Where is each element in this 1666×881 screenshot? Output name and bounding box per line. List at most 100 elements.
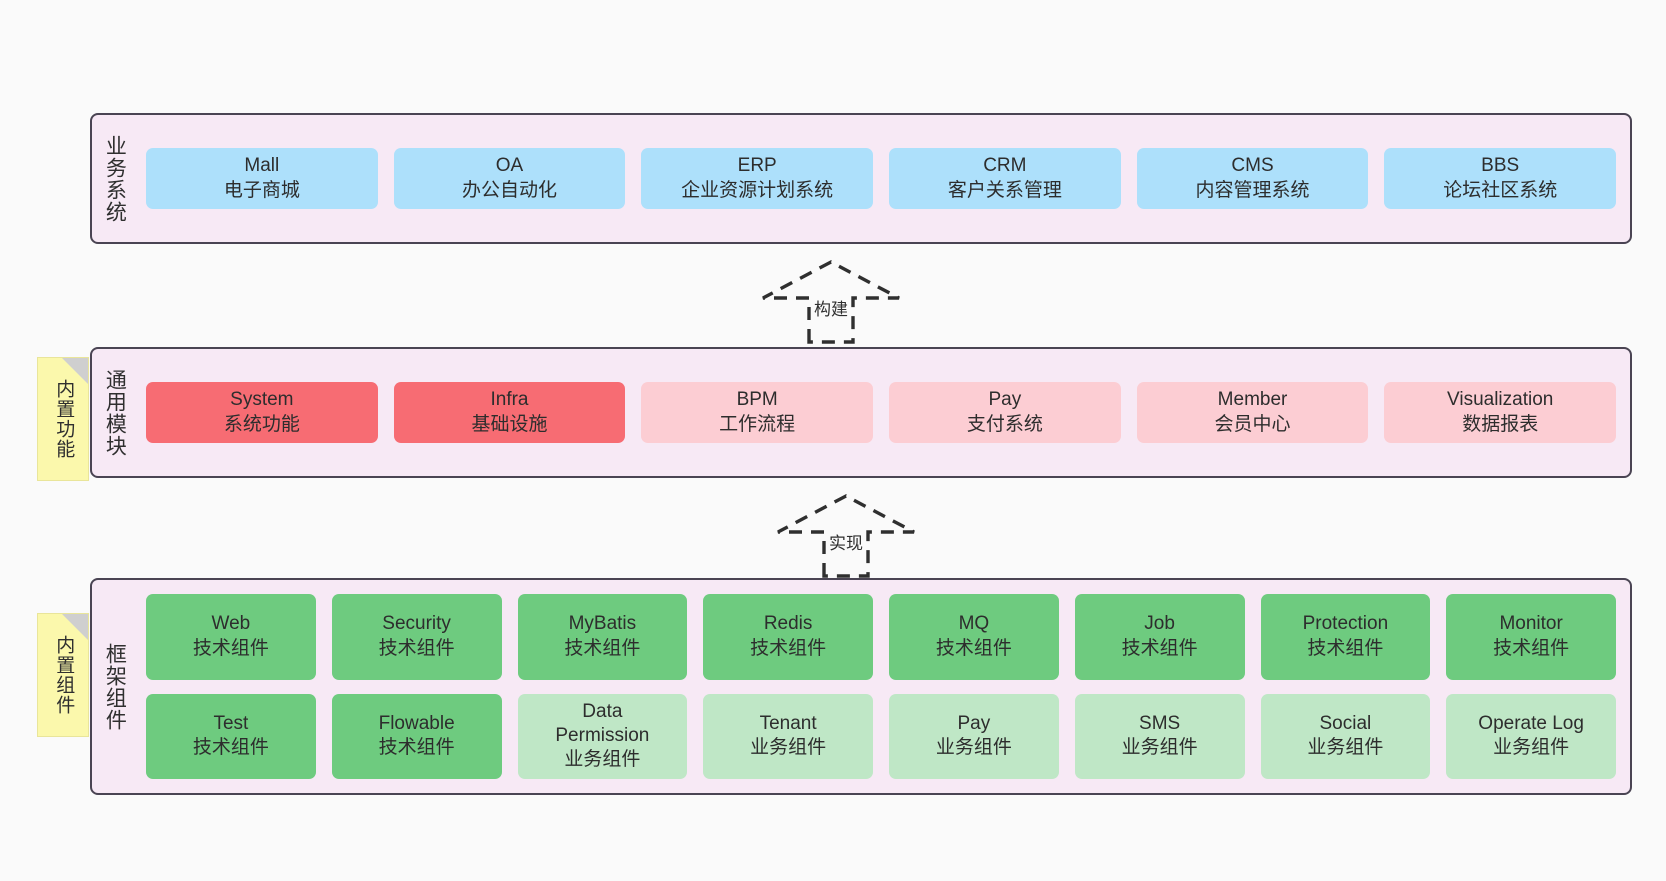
card-security[interactable]: Security 技术组件: [331, 594, 502, 680]
framework-row-business: Test 技术组件 Flowable 技术组件 Data Permission …: [146, 693, 1616, 779]
sticky-note-label: 内置组件: [53, 635, 75, 715]
layer-body-framework-components: Web 技术组件 Security 技术组件 MyBatis 技术组件 Redi…: [136, 580, 1630, 793]
card-title-en: Data Permission: [555, 700, 650, 747]
card-title-cn: 技术组件: [192, 737, 269, 759]
card-bpm[interactable]: BPM 工作流程: [641, 382, 874, 443]
card-mq[interactable]: MQ 技术组件: [889, 594, 1059, 680]
card-tenant[interactable]: Tenant 业务组件: [703, 693, 873, 779]
card-crm[interactable]: CRM 客户关系管理: [889, 148, 1121, 209]
card-web[interactable]: Web 技术组件: [146, 594, 316, 680]
card-title-cn: 论坛社区系统: [1443, 179, 1558, 201]
card-title-en: OA: [495, 155, 524, 177]
card-operate-log[interactable]: Operate Log 业务组件: [1446, 693, 1616, 779]
card-title-en: Security: [382, 613, 451, 635]
card-title-cn: 基础设施: [471, 413, 548, 435]
layer-framework-components[interactable]: 框架组件 Web 技术组件 Security 技术组件 MyBatis 技术组件…: [90, 578, 1632, 795]
card-title-cn: 技术组件: [750, 637, 827, 659]
card-title-cn: 业务组件: [935, 737, 1012, 759]
sticky-note-builtin-components: 内置组件: [37, 613, 89, 737]
card-title-cn: 技术组件: [1307, 637, 1384, 659]
card-title-en: BBS: [1481, 155, 1520, 177]
card-title-cn: 技术组件: [378, 637, 455, 659]
card-title-en: Web: [211, 613, 251, 635]
card-redis[interactable]: Redis 技术组件: [703, 594, 873, 680]
card-title-en: MyBatis: [568, 613, 637, 635]
card-system[interactable]: System 系统功能: [146, 382, 378, 443]
card-title-cn: 企业资源计划系统: [681, 179, 834, 201]
card-member[interactable]: Member 会员中心: [1136, 382, 1369, 443]
card-title-cn: 技术组件: [564, 637, 641, 659]
card-title-cn: 支付系统: [966, 413, 1043, 435]
card-title-en: Pay: [988, 389, 1022, 411]
card-title-en: CRM: [983, 155, 1027, 177]
card-title-en: BPM: [736, 389, 778, 411]
card-protection[interactable]: Protection 技术组件: [1260, 594, 1431, 680]
build-arrow-shape: [762, 260, 900, 344]
card-test[interactable]: Test 技术组件: [146, 693, 316, 779]
layer-title-framework-components: 框架组件: [103, 642, 127, 731]
card-title-en: Pay: [957, 712, 991, 734]
build-arrow-label: 构建: [812, 295, 850, 320]
card-title-cn: 技术组件: [1493, 637, 1570, 659]
card-title-en: SMS: [1139, 712, 1181, 734]
framework-row-technical: Web 技术组件 Security 技术组件 MyBatis 技术组件 Redi…: [146, 594, 1616, 680]
card-pay[interactable]: Pay 支付系统: [889, 382, 1121, 443]
card-title-cn: 业务组件: [564, 749, 641, 771]
card-title-en: MQ: [958, 613, 990, 635]
build-arrow: 构建: [757, 258, 905, 344]
card-infra[interactable]: Infra 基础设施: [393, 382, 626, 443]
card-title-en: ERP: [737, 155, 777, 177]
card-title-cn: 技术组件: [192, 637, 269, 659]
implement-arrow-label: 实现: [827, 529, 865, 554]
card-title-en: Redis: [763, 613, 813, 635]
card-title-cn: 客户关系管理: [947, 179, 1062, 201]
sticky-fold-corner: [62, 358, 88, 384]
card-bbs[interactable]: BBS 论坛社区系统: [1384, 148, 1617, 209]
card-data-permission[interactable]: Data Permission 业务组件: [517, 693, 688, 779]
card-title-cn: 工作流程: [719, 413, 796, 435]
card-sms[interactable]: SMS 业务组件: [1074, 693, 1245, 779]
layer-title-business-systems: 业务系统: [103, 134, 127, 223]
implement-arrow-shape: [777, 494, 915, 578]
card-title-en: Mall: [244, 155, 280, 177]
card-visualization[interactable]: Visualization 数据报表: [1384, 382, 1617, 443]
card-flowable[interactable]: Flowable 技术组件: [331, 693, 502, 779]
layer-business-systems[interactable]: 业务系统 Mall 电子商城 OA 办公自动化 ERP 企业资源计划系统 CRM…: [90, 113, 1632, 244]
card-title-en: Visualization: [1447, 389, 1554, 411]
card-title-en: Job: [1144, 613, 1175, 635]
implement-arrow: 实现: [772, 492, 920, 578]
card-erp[interactable]: ERP 企业资源计划系统: [641, 148, 874, 209]
card-title-cn: 系统功能: [223, 413, 300, 435]
card-title-cn: 技术组件: [378, 737, 455, 759]
card-title-cn: 技术组件: [935, 637, 1012, 659]
card-title-cn: 业务组件: [1493, 737, 1570, 759]
card-social[interactable]: Social 业务组件: [1260, 693, 1431, 779]
card-title-cn: 业务组件: [1121, 737, 1198, 759]
card-pay-component[interactable]: Pay 业务组件: [889, 693, 1059, 779]
card-title-cn: 内容管理系统: [1195, 179, 1310, 201]
card-title-en: Social: [1319, 712, 1372, 734]
card-title-en: Protection: [1302, 613, 1389, 635]
card-title-cn: 业务组件: [750, 737, 827, 759]
card-monitor[interactable]: Monitor 技术组件: [1446, 594, 1616, 680]
layer-body-business-systems: Mall 电子商城 OA 办公自动化 ERP 企业资源计划系统 CRM 客户关系…: [136, 115, 1630, 242]
card-title-en: Member: [1217, 389, 1288, 411]
card-title-cn: 业务组件: [1307, 737, 1384, 759]
card-title-cn: 数据报表: [1462, 413, 1539, 435]
card-oa[interactable]: OA 办公自动化: [393, 148, 626, 209]
card-title-en: Tenant: [759, 712, 817, 734]
card-mybatis[interactable]: MyBatis 技术组件: [517, 594, 688, 680]
sticky-note-builtin-features: 内置功能: [37, 357, 89, 481]
card-title-en: Monitor: [1499, 613, 1563, 635]
layer-common-modules[interactable]: 通用模块 System 系统功能 Infra 基础设施 BPM 工作流程 Pay…: [90, 347, 1632, 478]
sticky-fold-corner: [62, 614, 88, 640]
card-job[interactable]: Job 技术组件: [1074, 594, 1245, 680]
card-mall[interactable]: Mall 电子商城: [146, 148, 378, 209]
card-title-en: System: [230, 389, 294, 411]
card-title-en: CMS: [1231, 155, 1274, 177]
card-title-cn: 办公自动化: [462, 179, 558, 201]
card-cms[interactable]: CMS 内容管理系统: [1136, 148, 1369, 209]
layer-title-common-modules: 通用模块: [103, 368, 127, 457]
card-title-cn: 技术组件: [1121, 637, 1198, 659]
